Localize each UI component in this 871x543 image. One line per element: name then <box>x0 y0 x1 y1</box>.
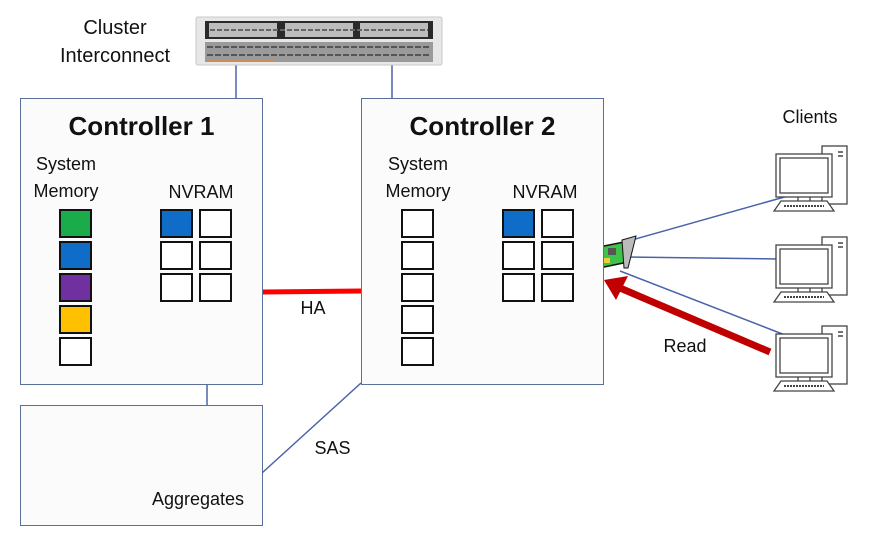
read-label: Read <box>663 336 707 356</box>
memory-cell <box>401 337 434 366</box>
nvram-cell <box>541 209 574 238</box>
client-computer-icon <box>772 325 848 392</box>
nvram-cell <box>199 209 232 238</box>
cluster-label-line1: Cluster <box>83 17 147 39</box>
client-link-3 <box>619 270 786 336</box>
memory-cell <box>59 209 92 238</box>
sas-label: SAS <box>314 438 351 458</box>
client-computer-icon <box>772 145 848 212</box>
read-arrow-head <box>604 276 628 300</box>
controller-2-memory-label: System Memory <box>378 151 458 205</box>
read-arrow-shaft <box>618 284 772 356</box>
client-link-1 <box>631 193 796 241</box>
aggregates-label: Aggregates <box>151 489 245 509</box>
memory-cell <box>59 241 92 270</box>
memory-cell <box>59 337 92 366</box>
memory-cell <box>401 273 434 302</box>
nvram-cell <box>502 209 535 238</box>
controller-2-nvram-label: NVRAM <box>512 182 578 202</box>
cluster-interconnect-label: Cluster Interconnect <box>40 14 190 70</box>
nvram-cell <box>160 273 193 302</box>
controller-2-title: Controller 2 <box>409 111 556 141</box>
cluster-label-line2: Interconnect <box>59 45 171 67</box>
memory-label-line2: Memory <box>33 181 99 201</box>
nvram-cell <box>199 273 232 302</box>
memory-cell <box>59 305 92 334</box>
memory-cell <box>401 241 434 270</box>
ha-link <box>262 288 362 295</box>
memory-cell <box>59 273 92 302</box>
memory-label-line1: System <box>35 154 96 174</box>
sas-link <box>261 382 362 474</box>
cluster-switch-icon <box>195 16 443 66</box>
memory-cell <box>401 209 434 238</box>
nvram-cell <box>502 273 535 302</box>
nvram-cell <box>502 241 535 270</box>
nvram-cell <box>541 241 574 270</box>
nvram-cell <box>160 209 193 238</box>
memory-label-line2: Memory <box>385 181 451 201</box>
nvram-cell <box>160 241 193 270</box>
clients-label: Clients <box>782 107 838 127</box>
client-link-2 <box>627 256 779 260</box>
controller-1-nvram-label: NVRAM <box>168 182 234 202</box>
memory-cell <box>401 305 434 334</box>
controller-1-title: Controller 1 <box>68 111 215 141</box>
client-computer-icon <box>772 236 848 303</box>
memory-label-line1: System <box>387 154 448 174</box>
nvram-cell <box>199 241 232 270</box>
nvram-cell <box>541 273 574 302</box>
ha-label: HA <box>300 298 326 318</box>
aggregates-box: Aggregates <box>20 405 263 526</box>
controller-2: Controller 2 System Memory NVRAM <box>361 98 604 385</box>
controller-1-memory-label: System Memory <box>31 151 101 205</box>
controller-1: Controller 1 System Memory NVRAM <box>20 98 263 385</box>
